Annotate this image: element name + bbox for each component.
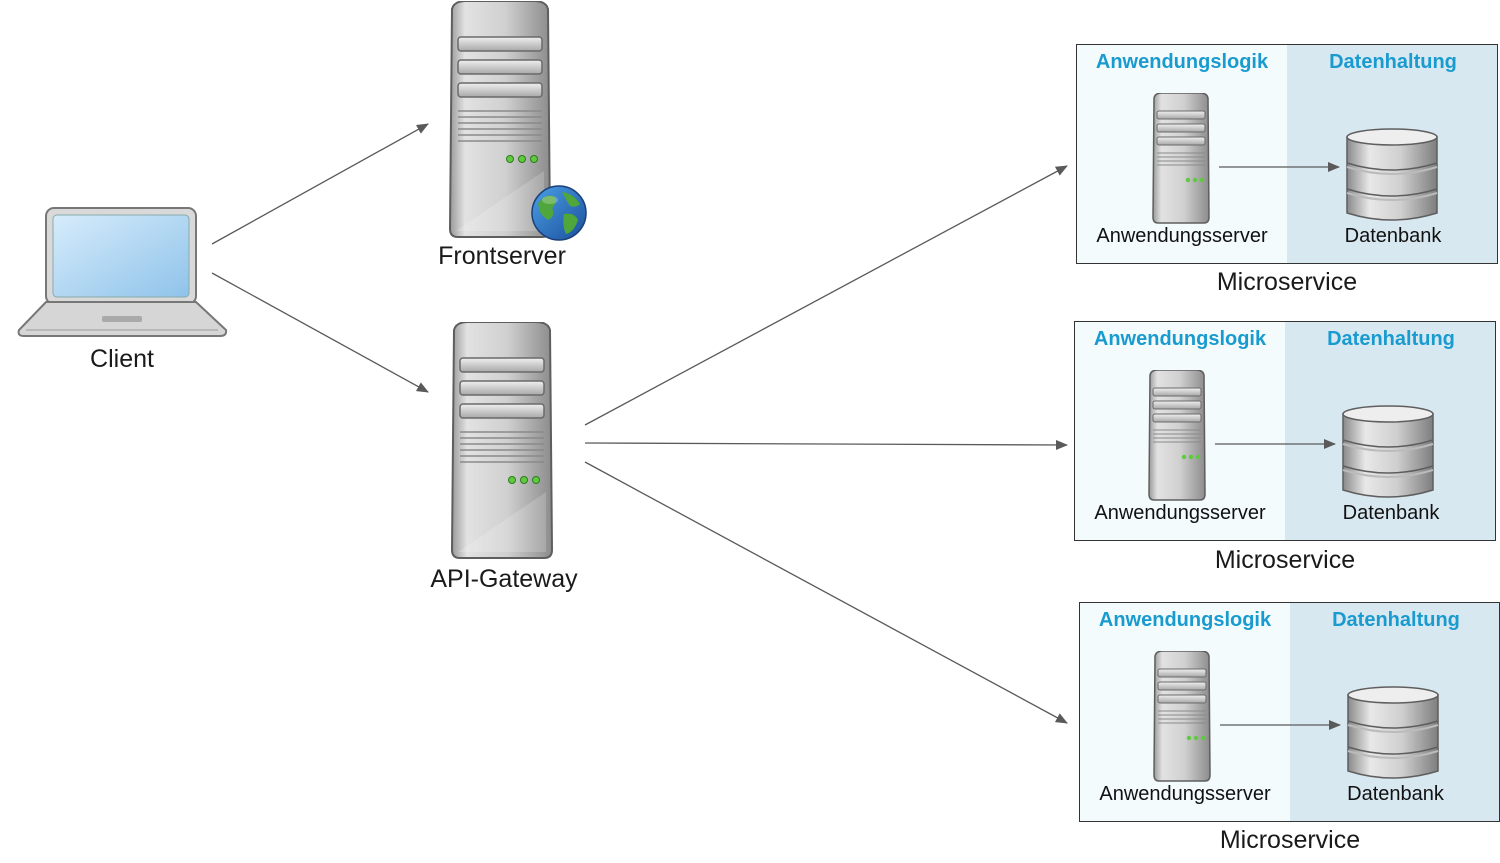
microservice-caption: Microservice (1219, 826, 1361, 854)
microservice-caption: Microservice (1214, 546, 1356, 574)
arrow-gateway-ms2 (584, 439, 1068, 450)
arrow-server-db (1215, 439, 1336, 449)
db-label: Datenbank (1344, 225, 1442, 247)
arrow-client-gateway (211, 272, 429, 393)
data-heading: Datenhaltung (1332, 609, 1460, 631)
laptop-icon (17, 207, 228, 337)
logic-heading: Anwendungslogik (1095, 51, 1269, 73)
gateway-server-icon (451, 322, 553, 559)
logic-heading: Anwendungslogik (1093, 328, 1267, 350)
microservice-box: Anwendungslogik Datenhaltung Anwendungss… (1076, 44, 1498, 264)
microservice-box: Anwendungslogik Datenhaltung Anwendungss… (1079, 602, 1500, 822)
gateway-label: API-Gateway (430, 565, 578, 593)
server-label: Anwendungsserver (1096, 225, 1268, 247)
frontserver-label: Frontserver (438, 242, 566, 270)
arrow-server-db (1220, 720, 1341, 730)
client-label: Client (90, 345, 154, 373)
server-label: Anwendungsserver (1094, 502, 1266, 524)
data-heading: Datenhaltung (1327, 328, 1455, 350)
server-label: Anwendungsserver (1099, 783, 1271, 805)
db-label: Datenbank (1342, 502, 1440, 524)
data-heading: Datenhaltung (1329, 51, 1457, 73)
arrow-server-db (1219, 162, 1340, 172)
globe-icon (531, 185, 587, 241)
db-label: Datenbank (1347, 783, 1444, 805)
logic-heading: Anwendungslogik (1098, 609, 1272, 631)
microservice-box: Anwendungslogik Datenhaltung Anwendungss… (1074, 321, 1496, 541)
arrow-gateway-ms3 (584, 461, 1068, 724)
arrow-client-frontserver (211, 123, 429, 245)
microservice-caption: Microservice (1216, 268, 1358, 296)
arrow-gateway-ms1 (584, 165, 1068, 426)
